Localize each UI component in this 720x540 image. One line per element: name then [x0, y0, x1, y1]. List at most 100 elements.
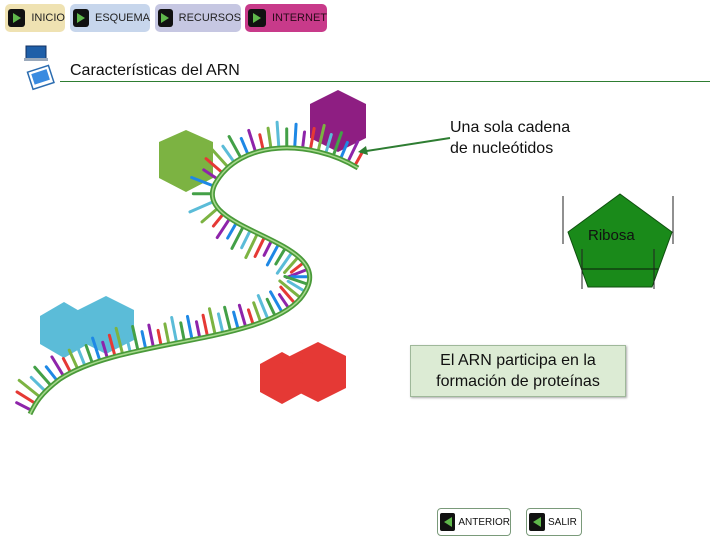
nucleotide-base	[262, 238, 274, 257]
nucleotide-base	[147, 323, 155, 350]
nucleotide-base	[244, 231, 260, 260]
exit-label: SALIR	[548, 516, 577, 528]
nav-button-internet[interactable]: INTERNET	[245, 4, 327, 32]
nav-label-recursos: RECURSOS	[178, 12, 241, 24]
nucleotide-base	[275, 120, 281, 150]
nucleotide-base	[226, 220, 239, 240]
nucleotide-base	[201, 313, 210, 339]
nucleotide-base	[17, 378, 42, 399]
nucleotide-base	[179, 321, 186, 343]
nucleotide-base	[285, 267, 310, 279]
play-icon	[248, 9, 266, 27]
nucleotide-base	[274, 246, 288, 266]
nucleotide-base	[346, 140, 360, 164]
hexagon-green	[159, 130, 213, 192]
nucleotide-base	[286, 279, 307, 294]
callout-line: de nucleótidos	[450, 140, 554, 157]
nucleotide-base	[301, 130, 307, 151]
nucleotide-base	[283, 255, 301, 274]
nucleotide-base	[185, 314, 194, 342]
nucleotide-base	[188, 199, 216, 214]
rna-diagram	[15, 90, 674, 416]
nucleotide-base	[91, 336, 102, 363]
nucleotide-base	[204, 157, 225, 175]
nav-label-inicio: INICIO	[31, 12, 65, 24]
nucleotide-base	[275, 250, 294, 275]
play-icon	[73, 9, 89, 27]
nucleotide-base	[190, 175, 216, 188]
nucleotide-base	[107, 333, 117, 359]
nucleotide-base	[131, 325, 140, 353]
previous-button[interactable]: ANTERIOR	[437, 508, 511, 536]
nucleotide-base	[331, 131, 343, 158]
nucleotide-base	[227, 135, 243, 160]
nucleotide-base	[278, 279, 303, 300]
nucleotide-base	[237, 303, 248, 329]
hexagon-red-2	[260, 352, 304, 404]
nucleotide-bases	[15, 120, 364, 412]
nucleotide-base	[208, 145, 230, 169]
callout-text: Una sola cadena de nucleótidos	[450, 117, 570, 159]
nav-label-esquema: ESQUEMA	[94, 12, 150, 24]
nucleotide-base	[124, 331, 132, 355]
nucleotide-base	[239, 136, 250, 157]
nucleotide-base	[269, 290, 284, 315]
nucleotide-base	[256, 294, 270, 322]
nav-button-inicio[interactable]: INICIO	[5, 4, 65, 32]
ribose-label: Ribosa	[588, 227, 635, 244]
info-line: formación de proteínas	[436, 373, 600, 390]
nucleotide-base	[316, 123, 326, 154]
nucleotide-base	[353, 150, 364, 168]
nucleotide-base	[170, 315, 179, 345]
nucleotide-base	[293, 122, 298, 150]
title-divider	[60, 81, 710, 82]
page-title: Características del ARN	[70, 62, 240, 79]
nucleotide-base	[101, 340, 110, 361]
ribose-pentagon	[567, 193, 673, 288]
callout-line: Una sola cadena	[450, 119, 571, 136]
nucleotide-base	[246, 308, 255, 327]
nucleotide-base	[84, 344, 95, 365]
nucleotide-base	[247, 128, 258, 154]
nucleotide-base	[194, 320, 202, 340]
back-icon	[529, 513, 545, 531]
nucleotide-base	[156, 328, 163, 348]
nucleotide-base	[29, 375, 48, 393]
nucleotide-base	[265, 242, 281, 267]
nav-label-internet: INTERNET	[272, 12, 327, 24]
nucleotide-base	[266, 126, 273, 151]
nucleotide-base	[230, 224, 245, 250]
nucleotide-base	[114, 326, 125, 357]
nucleotide-base	[324, 133, 333, 156]
nucleotide-base	[221, 144, 236, 165]
info-line: El ARN participa en la	[440, 352, 596, 369]
nucleotide-base	[223, 305, 233, 334]
nucleotide-base	[215, 216, 232, 240]
nucleotide-base	[67, 348, 80, 371]
hexagon-purple	[310, 90, 366, 152]
nucleotide-base	[163, 322, 171, 347]
play-icon	[158, 9, 173, 27]
exit-button[interactable]: SALIR	[526, 508, 582, 536]
nucleotide-base	[308, 126, 316, 152]
nucleotide-base	[200, 206, 220, 224]
nucleotide-base	[211, 212, 226, 228]
nav-button-recursos[interactable]: RECURSOS	[155, 4, 241, 32]
nucleotide-base	[338, 140, 349, 161]
rna-backbone-highlight	[29, 147, 359, 415]
nucleotide-base	[265, 297, 277, 318]
nav-button-esquema[interactable]: ESQUEMA	[70, 4, 150, 32]
nucleotide-base	[258, 133, 265, 152]
nucleotide-base	[232, 310, 240, 332]
nucleotide-base	[252, 301, 263, 325]
nucleotide-base	[253, 235, 267, 258]
info-box: El ARN participa en la formación de prot…	[410, 345, 626, 397]
callout-arrow	[359, 137, 451, 153]
nucleotide-base	[283, 274, 311, 287]
nucleotide-base	[73, 340, 87, 368]
presentation-icon	[24, 45, 55, 91]
nucleotide-base	[50, 355, 66, 379]
nucleotide-base	[33, 365, 53, 388]
nucleotide-base	[15, 390, 38, 406]
nucleotide-base	[207, 307, 217, 337]
